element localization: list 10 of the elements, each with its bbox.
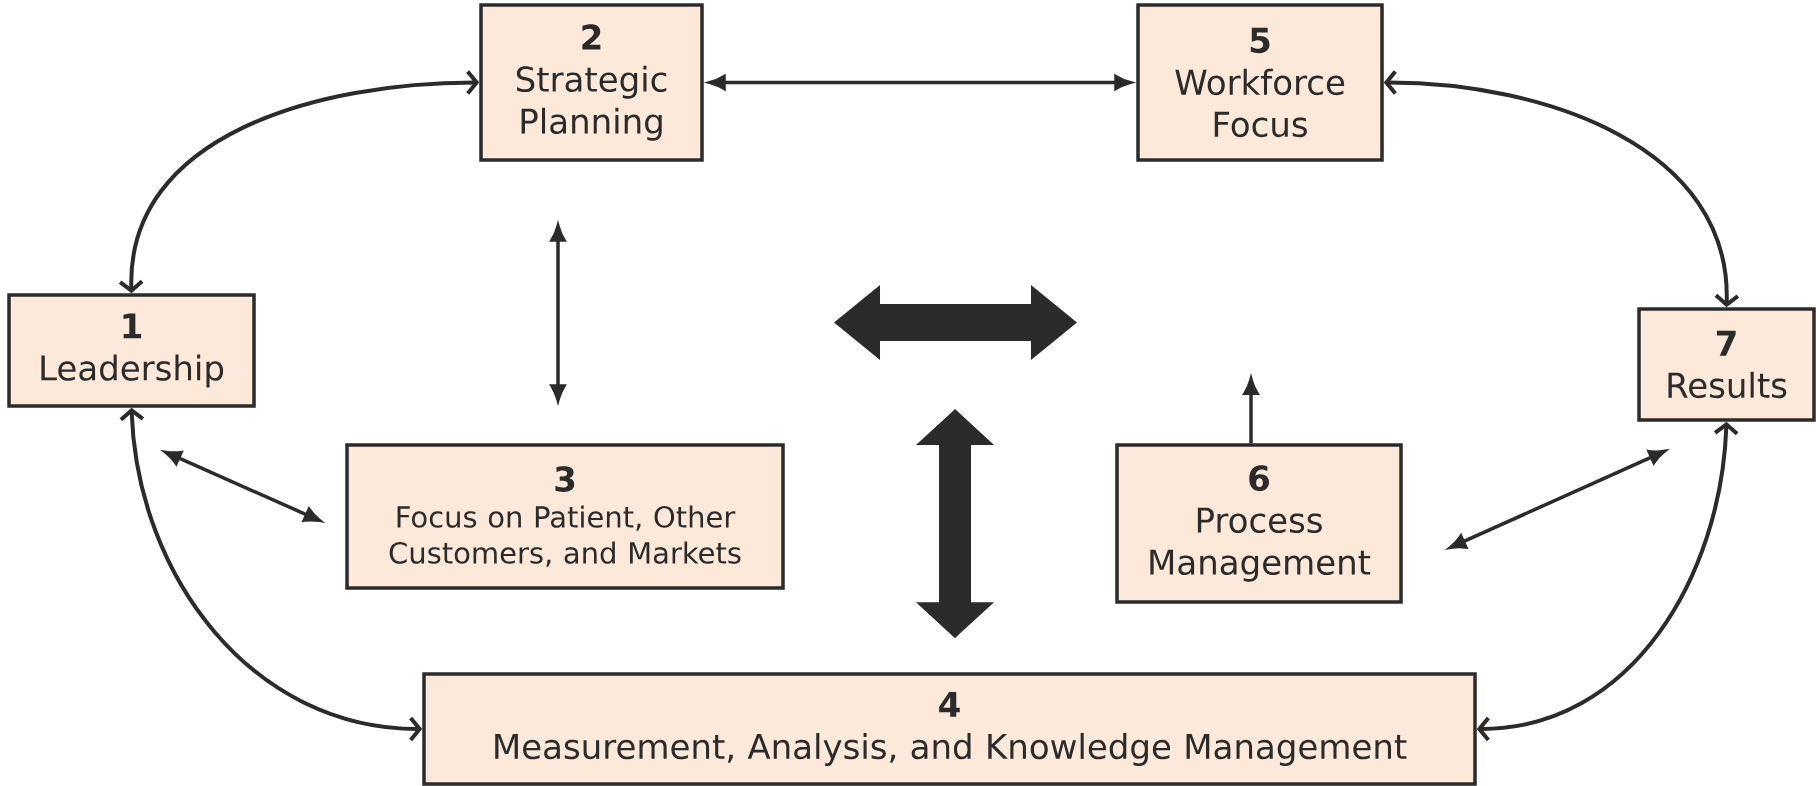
arrow [119, 407, 423, 742]
category-box: 7 Results [1637, 307, 1816, 422]
category-box: 6 Process Management [1115, 443, 1403, 604]
category-box: 4 Measurement, Analysis, and Knowledge Management [422, 672, 1477, 786]
category-box: 5 Workforce Focus [1136, 3, 1384, 162]
category-box: 3 Focus on Patient, Other Customers, and Markets [345, 443, 785, 590]
category-box: 1 Leadership [7, 293, 256, 408]
category-box: 2 Strategic Planning [479, 3, 704, 162]
arrow [1383, 70, 1740, 308]
arrow [118, 70, 480, 294]
